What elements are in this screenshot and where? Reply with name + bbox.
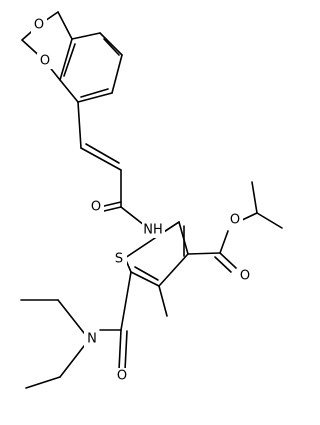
bond (77, 92, 113, 103)
bond (103, 38, 120, 56)
bond (71, 32, 101, 40)
carbonyl-oxygen-label: O (91, 200, 101, 215)
bond (80, 88, 109, 98)
bond (85, 143, 120, 164)
atom-labels: O O O NH O S O N (31, 17, 253, 384)
bond (251, 181, 258, 214)
bond (219, 252, 237, 269)
bond (158, 253, 189, 287)
atom-o2: O (37, 53, 53, 69)
atom-s1: S (111, 250, 127, 267)
bond (130, 271, 160, 287)
ester-oxygen-label: O (230, 213, 240, 228)
bond (158, 285, 168, 317)
bond (77, 101, 82, 149)
sulfur-label: S (115, 252, 123, 267)
atom-n1: NH (142, 222, 165, 238)
ester-carbonyl-oxygen-label: O (240, 269, 250, 284)
molecule-diagram: O O O NH O S O N (20, 11, 283, 389)
bond (120, 206, 145, 226)
oxygen-label: O (40, 54, 50, 69)
bonds (20, 11, 283, 389)
atom-o6: O (114, 368, 130, 384)
atom-o1: O (31, 17, 47, 33)
atom-o5: O (237, 268, 253, 284)
bond (120, 271, 132, 331)
bond (256, 212, 283, 229)
bond (124, 330, 128, 371)
atom-n2: N (84, 331, 100, 347)
amide-nitrogen-label: N (87, 332, 97, 347)
bond (63, 43, 76, 77)
structure-canvas: O O O NH O S O N (20, 11, 283, 389)
bond (124, 221, 180, 259)
bond (80, 147, 122, 171)
amide-oxygen-label: O (117, 369, 127, 384)
bond (103, 201, 122, 207)
bond (118, 329, 122, 371)
bond (57, 299, 85, 334)
bond (111, 54, 123, 94)
amine-label: NH (143, 223, 163, 238)
bond (59, 79, 79, 103)
bond (134, 266, 159, 281)
bond (187, 252, 221, 255)
bond (219, 230, 229, 254)
atom-o3: O (88, 199, 104, 215)
bond (214, 256, 232, 273)
oxygen-label: O (34, 18, 44, 33)
bond (59, 38, 73, 81)
bond (25, 376, 61, 389)
atom-o4: O (227, 212, 243, 228)
bond (57, 11, 73, 40)
bond (103, 206, 122, 212)
bond (99, 32, 123, 56)
bond (59, 345, 85, 378)
